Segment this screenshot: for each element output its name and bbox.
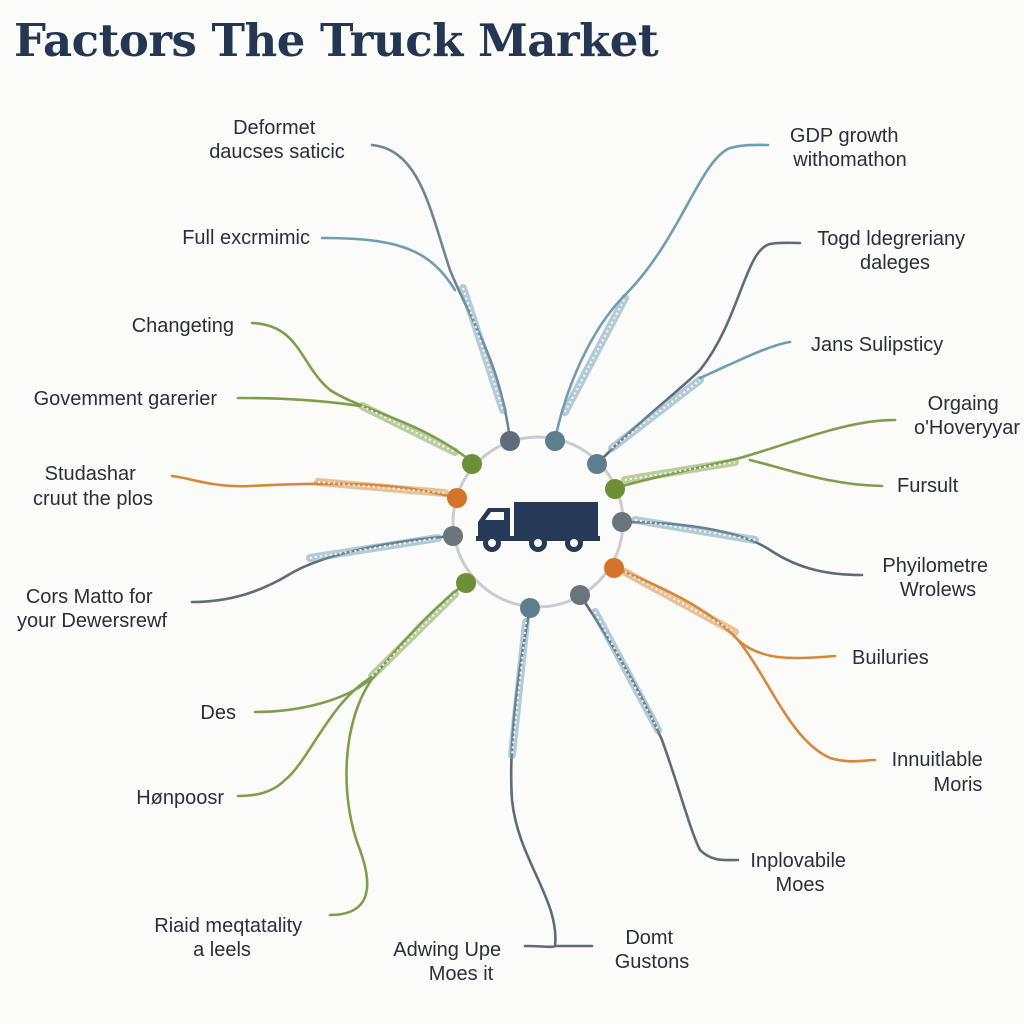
- hub-node-5: [612, 512, 632, 532]
- label-domt-gustons: Domt Gustons: [615, 927, 689, 973]
- connectors: [170, 143, 897, 949]
- truck-icon: [476, 502, 600, 552]
- band-orgaing-texture: [624, 461, 736, 481]
- connector-changeting: [250, 321, 474, 464]
- hub-node-2: [545, 431, 565, 451]
- label-cors-matto: Cors Matto for your Dewersrewf: [17, 586, 167, 632]
- band-cors-matto-texture: [309, 537, 439, 559]
- label-inplovabile: Inplovabile Moes: [750, 850, 851, 896]
- connector-des: [253, 581, 468, 714]
- band-government-texture: [361, 405, 456, 453]
- connector-government-garerier: [236, 396, 362, 408]
- hub-node-10: [443, 526, 463, 546]
- band-gdp: [561, 294, 629, 416]
- connector-fursult: [748, 458, 884, 488]
- label-studashar: Studashar cruut the plos: [33, 463, 153, 510]
- label-deformet: Deformet daucses saticic: [209, 117, 345, 163]
- band-gdp-texture: [564, 297, 626, 413]
- label-gdp-growth: GDP growth withomathon: [790, 125, 907, 171]
- connector-riaid: [328, 673, 377, 917]
- connector-phyilometre: [620, 520, 864, 577]
- band-deformet: [459, 284, 507, 414]
- band-studashar-texture: [317, 481, 446, 494]
- connector-deformet: [370, 143, 512, 442]
- connector-gdp: [553, 143, 770, 442]
- label-changeting: Changeting: [132, 315, 234, 337]
- label-phyilometre: Phyilometre Wrolews: [882, 555, 993, 601]
- hub-node-9: [456, 573, 476, 593]
- band-studashar: [314, 478, 449, 497]
- branch-labels: Deformet daucses saticic Full excrmimic …: [17, 117, 1020, 985]
- connector-full-excrmimic: [320, 236, 457, 292]
- connector-togd: [595, 241, 802, 466]
- band-togd-texture: [611, 379, 701, 449]
- label-full-excrmimic: Full excrmimic: [182, 227, 310, 249]
- label-orgaing: Orgaing o'Hoveryyar: [914, 393, 1020, 439]
- page-title: Factors The Truck Market: [14, 14, 659, 67]
- hub-node-6: [604, 558, 624, 578]
- hub-node-8: [520, 598, 540, 618]
- band-builuries-texture: [624, 571, 736, 633]
- connector-jans: [698, 340, 792, 380]
- hub-node-3: [587, 454, 607, 474]
- label-togd-ldegreriany: Togd ldegreriany daleges: [817, 228, 970, 274]
- hub-nodes: [443, 431, 632, 618]
- hub-node-12: [462, 454, 482, 474]
- hub-node-1: [500, 431, 520, 451]
- label-fursult: Fursult: [897, 475, 959, 497]
- label-henpoosr: Hønpoosr: [136, 787, 224, 809]
- connector-innuitlable: [613, 566, 877, 763]
- label-riaid: Riaid meqtatality a leels: [154, 915, 307, 961]
- band-adwing-texture: [511, 621, 527, 756]
- connector-builuries: [736, 638, 837, 660]
- label-government-garerier: Govemment garerier: [34, 388, 218, 410]
- label-builuries: Builuries: [852, 647, 929, 669]
- connector-adwing: [509, 606, 557, 949]
- hub-node-4: [605, 479, 625, 499]
- label-des: Des: [200, 702, 236, 724]
- band-inplovabile-texture: [594, 611, 659, 731]
- label-innuitlable: Innuitlable Moris: [892, 749, 989, 796]
- band-phyilometre-texture: [634, 519, 756, 541]
- label-jans-sulipsticy: Jans Sulipsticy: [811, 334, 943, 356]
- hub-node-7: [570, 585, 590, 605]
- band-des: [368, 590, 459, 680]
- connector-henpoosr: [236, 673, 377, 798]
- hub-node-11: [447, 488, 467, 508]
- band-deformet-texture: [462, 287, 504, 411]
- label-adwing-upe: Adwing Upe Moes it: [393, 939, 506, 985]
